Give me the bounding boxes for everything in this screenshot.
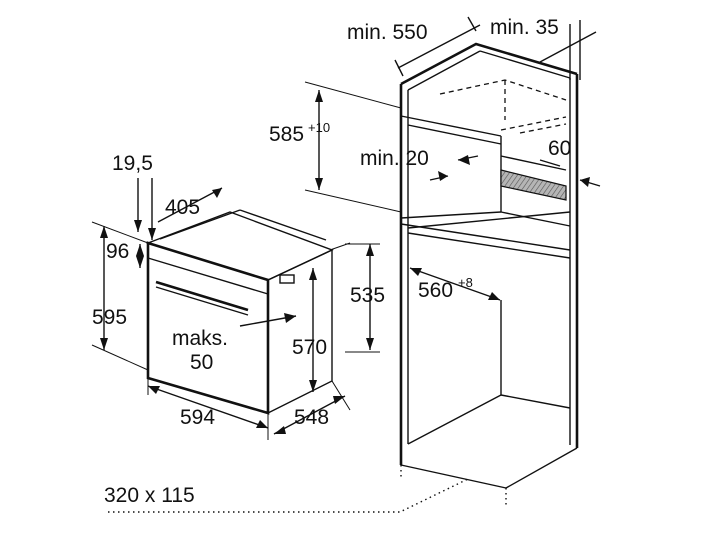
label-585-sup: +10 <box>308 120 330 135</box>
label-585: 585 <box>269 123 304 146</box>
label-min-20: min. 20 <box>360 147 429 170</box>
label-594: 594 <box>180 406 215 429</box>
label-min-35: min. 35 <box>490 16 559 39</box>
label-560-sup: +8 <box>458 275 473 290</box>
label-maks-50: 50 <box>190 351 213 374</box>
label-405: 405 <box>165 196 200 219</box>
dimension-lines <box>91 16 601 440</box>
label-min-550: min. 550 <box>347 21 428 44</box>
vent-strip <box>500 169 567 201</box>
label-595: 595 <box>92 306 127 329</box>
label-vent: 320 x 115 <box>104 484 195 507</box>
label-maks: maks. <box>172 327 228 350</box>
label-560: 560 <box>418 279 453 302</box>
oven <box>145 209 351 415</box>
label-96: 96 <box>106 240 129 263</box>
label-548: 548 <box>294 406 329 429</box>
label-60: 60 <box>548 137 571 160</box>
tall-cabinet <box>399 42 579 505</box>
label-535: 535 <box>350 284 385 307</box>
label-19-5: 19,5 <box>112 152 153 175</box>
label-570: 570 <box>292 336 327 359</box>
